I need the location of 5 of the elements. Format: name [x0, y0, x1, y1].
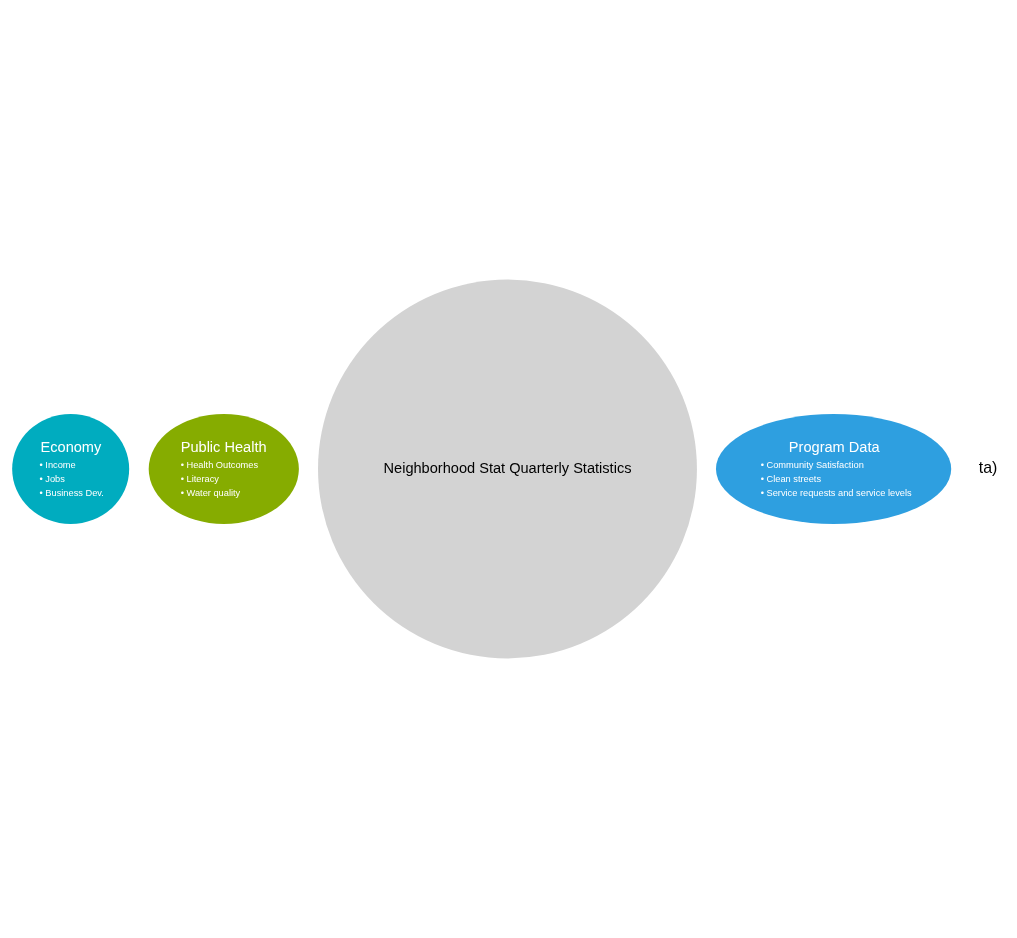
node-ellipse: Public Health • Health Outcomes • Literacy • Water quality — [148, 414, 299, 524]
label: ta) — [978, 459, 997, 477]
node-circle: Economy • Income • Jobs • Business Dev. — [11, 414, 129, 524]
node-ellipse: Program Data • Community Satisfaction • Clean streets • Service requests and service levels — [715, 414, 951, 524]
node-circle: Neighborhood Stat Quarterly Statistics — [317, 279, 697, 659]
